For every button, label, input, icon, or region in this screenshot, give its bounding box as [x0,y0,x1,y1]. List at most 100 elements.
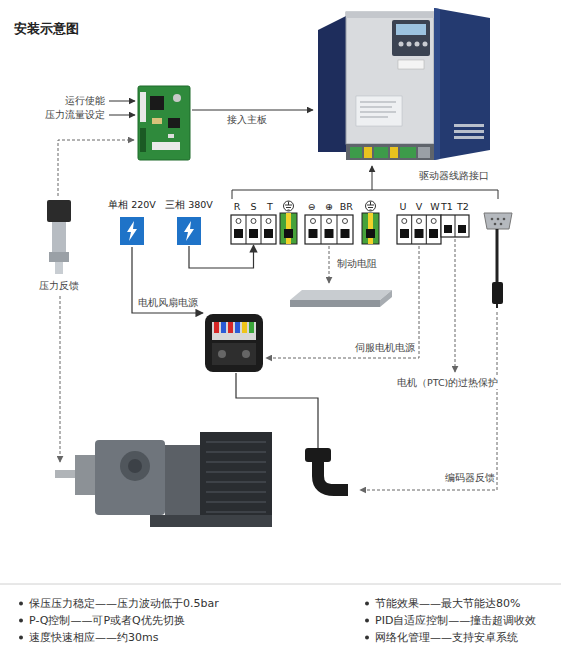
encoder-connector-part [494,223,497,226]
node-label-row: 三相 380V [161,199,217,211]
terminal-block-part [402,219,407,224]
diagram-title: 安装示意图 [14,20,79,38]
control-board-part [140,92,146,122]
pressure-sensor [47,200,71,274]
terminal-block-part [231,215,276,244]
terminal-block-part [368,213,373,244]
feature-note: 保压压力稳定——压力波动低于0.5bar [28,597,220,610]
braking-resistor-part [290,300,380,307]
servo-drive-part [454,130,484,133]
node-text: R [229,201,245,213]
node-text: ⊕ [320,201,337,213]
pressure-sensor-part [52,222,66,252]
terminal-block-part [264,229,273,238]
node-text: S [245,201,261,213]
terminal-block-part [415,229,424,238]
terminal-block-part [311,219,316,224]
terminal-block-part [321,215,337,244]
terminal-block-part [431,219,436,224]
terminal-block [231,213,469,244]
servo-drive-part [318,16,346,152]
terminal-block-part [325,229,334,238]
encoder-connector-part [497,218,500,221]
feedback-line-part [58,140,134,196]
servo-drive-part [407,42,412,47]
encoder-connector-part [503,218,506,221]
terminal-block-part [366,229,375,238]
servo-drive-part [350,147,362,158]
callout-label: 运行使能 [64,95,106,107]
servo-drive-part [423,42,428,47]
terminal-group: UVW [395,201,443,244]
servo-drive-part [374,147,388,158]
node-text: T1 [439,201,455,213]
control-board [138,86,190,160]
servo-drive [318,8,490,160]
separator-part [0,584,561,585]
control-board-part [152,118,162,124]
callout-label: 驱动器线路接口 [418,170,490,182]
signal-arrow-part [109,101,135,102]
callout-label: 编码器反馈 [444,472,496,484]
callout-label: 电机（PTC)的过热保护 [396,377,499,389]
callout-label: 制动电阻 [336,258,378,270]
callout-label: 电机风扇电源 [137,297,199,309]
terminal-block-part [327,219,332,224]
bullet-dot-part [365,636,369,640]
servo-drive-part [415,42,420,47]
fan-junction-box-part [228,322,233,333]
terminal-block-part [458,225,466,233]
bullet-dot-part [365,619,369,623]
separator [0,584,561,585]
wiring-line-part [132,247,203,313]
callout-label: 伺服电机电源 [354,342,416,354]
pump-motor-part [95,440,165,515]
servo-drive-part [400,147,416,158]
encoder-connector-part [496,304,498,308]
terminal-block-part [441,215,469,237]
wiring-line-part [455,239,456,372]
servo-drive-part [346,144,434,160]
feature-note: 网络化管理——支持安卓系统 [374,631,519,644]
encoder-connector-part [491,218,494,221]
node-label-row: RST [229,201,278,213]
servo-drive-part [346,12,434,18]
power-source: 三相 380V [161,199,217,245]
pump-motor-part [75,455,95,495]
pump-motor-part [55,470,77,478]
servo-drive-part [434,8,490,160]
fan-junction-box-part [242,350,250,358]
control-board-part [152,142,180,150]
ground-symbol-part [285,202,292,211]
motor-connector-part [318,462,348,490]
terminal-block-part [309,229,318,238]
bullet-dot-part [19,602,23,606]
feature-note: P-Q控制——可P或者Q优先切换 [28,614,186,627]
node-text: T [262,201,278,213]
control-board-part [138,86,190,160]
ground-symbol-part [284,201,294,211]
feature-note: 速度快速相应——约30ms [28,631,159,644]
signal-arrow [109,101,313,115]
terminal-block-part [236,219,241,224]
terminal-block-part [400,229,409,238]
encoder-connector-part [492,282,503,304]
interface-bracket-part [372,166,373,190]
signal-arrow-part [192,110,313,111]
motor-connector [305,448,348,490]
fan-junction-box-part [212,343,256,365]
signal-arrow-part [109,115,135,116]
power-icon-part [177,217,201,245]
terminal-group: T1T2 [439,201,471,237]
pressure-sensor-part [49,252,69,262]
braking-resistor [290,290,392,307]
feedback-line-part [60,296,61,462]
fan-junction-box-part [221,322,226,333]
node-text: ⊖ [303,201,320,213]
terminal-block-part [444,225,452,233]
ground-symbol-part [366,201,376,211]
pressure-sensor-part [55,262,63,274]
wiring-line-part [360,312,497,490]
motor-connector-part [305,448,331,462]
terminal-block-part [280,213,297,244]
